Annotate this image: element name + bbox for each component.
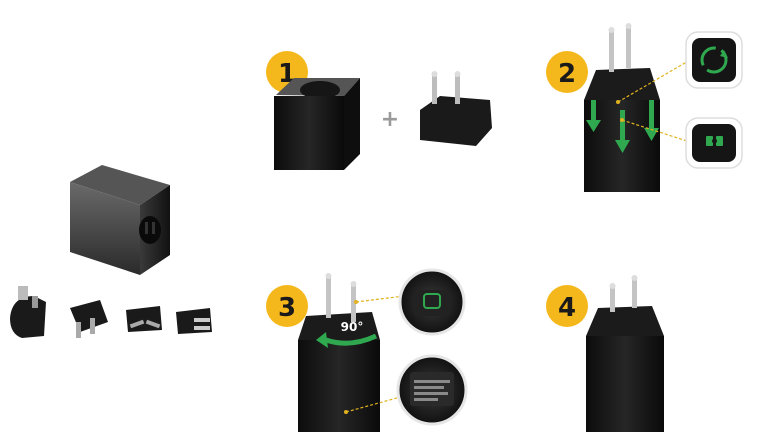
- step-3-number: 3: [278, 293, 296, 323]
- leader-line: [345, 395, 405, 413]
- adapter-au: [126, 306, 162, 332]
- plus-symbol: +: [381, 107, 399, 132]
- step-2-badge: [546, 51, 588, 93]
- step-2-number: 2: [558, 59, 576, 89]
- step-2: 2: [546, 23, 743, 192]
- detail-callout-lock: [685, 117, 743, 169]
- leader-line: [621, 119, 691, 143]
- step-3-badge: [266, 285, 308, 327]
- rotation-arrow: [325, 333, 378, 346]
- certification-label-icon: [414, 380, 450, 401]
- lock-icon: [706, 136, 723, 146]
- step-3: 3 90°: [266, 268, 468, 432]
- leader-line: [355, 295, 405, 303]
- rotate-icon: [700, 46, 728, 74]
- adapter-uk: [10, 286, 46, 338]
- eu-plug-adapter: [420, 71, 492, 146]
- rotation-label: 90°: [341, 320, 364, 334]
- rotate-icon: [423, 293, 441, 309]
- adapter-us: [70, 300, 108, 338]
- detail-circle-top: [398, 268, 466, 336]
- step-4: 4: [546, 275, 664, 432]
- step-4-badge: [546, 285, 588, 327]
- step-4-number: 4: [558, 293, 576, 323]
- detail-circle-bottom: [396, 354, 468, 426]
- detail-callout-rotate: [685, 31, 743, 89]
- charger-body: [70, 165, 170, 275]
- step-1: 1 +: [266, 51, 492, 170]
- leader-line: [617, 59, 691, 103]
- adapter-eu-small: [176, 308, 212, 334]
